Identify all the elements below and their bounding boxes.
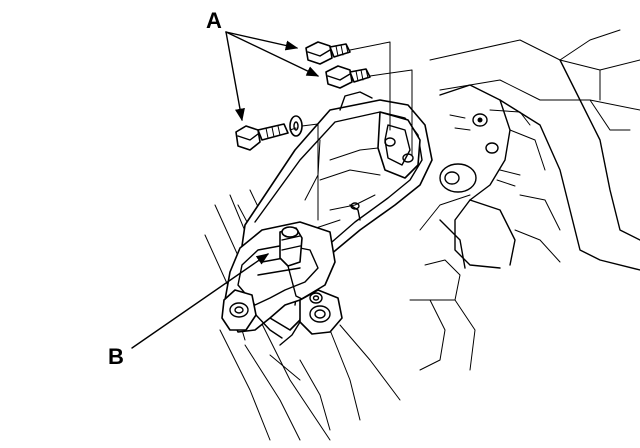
lower-mount <box>221 221 343 346</box>
callout-label-b: B <box>108 344 124 369</box>
engine-block <box>409 29 640 371</box>
callout-label-a: A <box>206 8 222 33</box>
washer-icon <box>289 115 303 137</box>
leader-arrow-icon <box>131 31 320 349</box>
bolt-icon <box>235 41 371 151</box>
installation-guide-lines <box>289 41 413 221</box>
